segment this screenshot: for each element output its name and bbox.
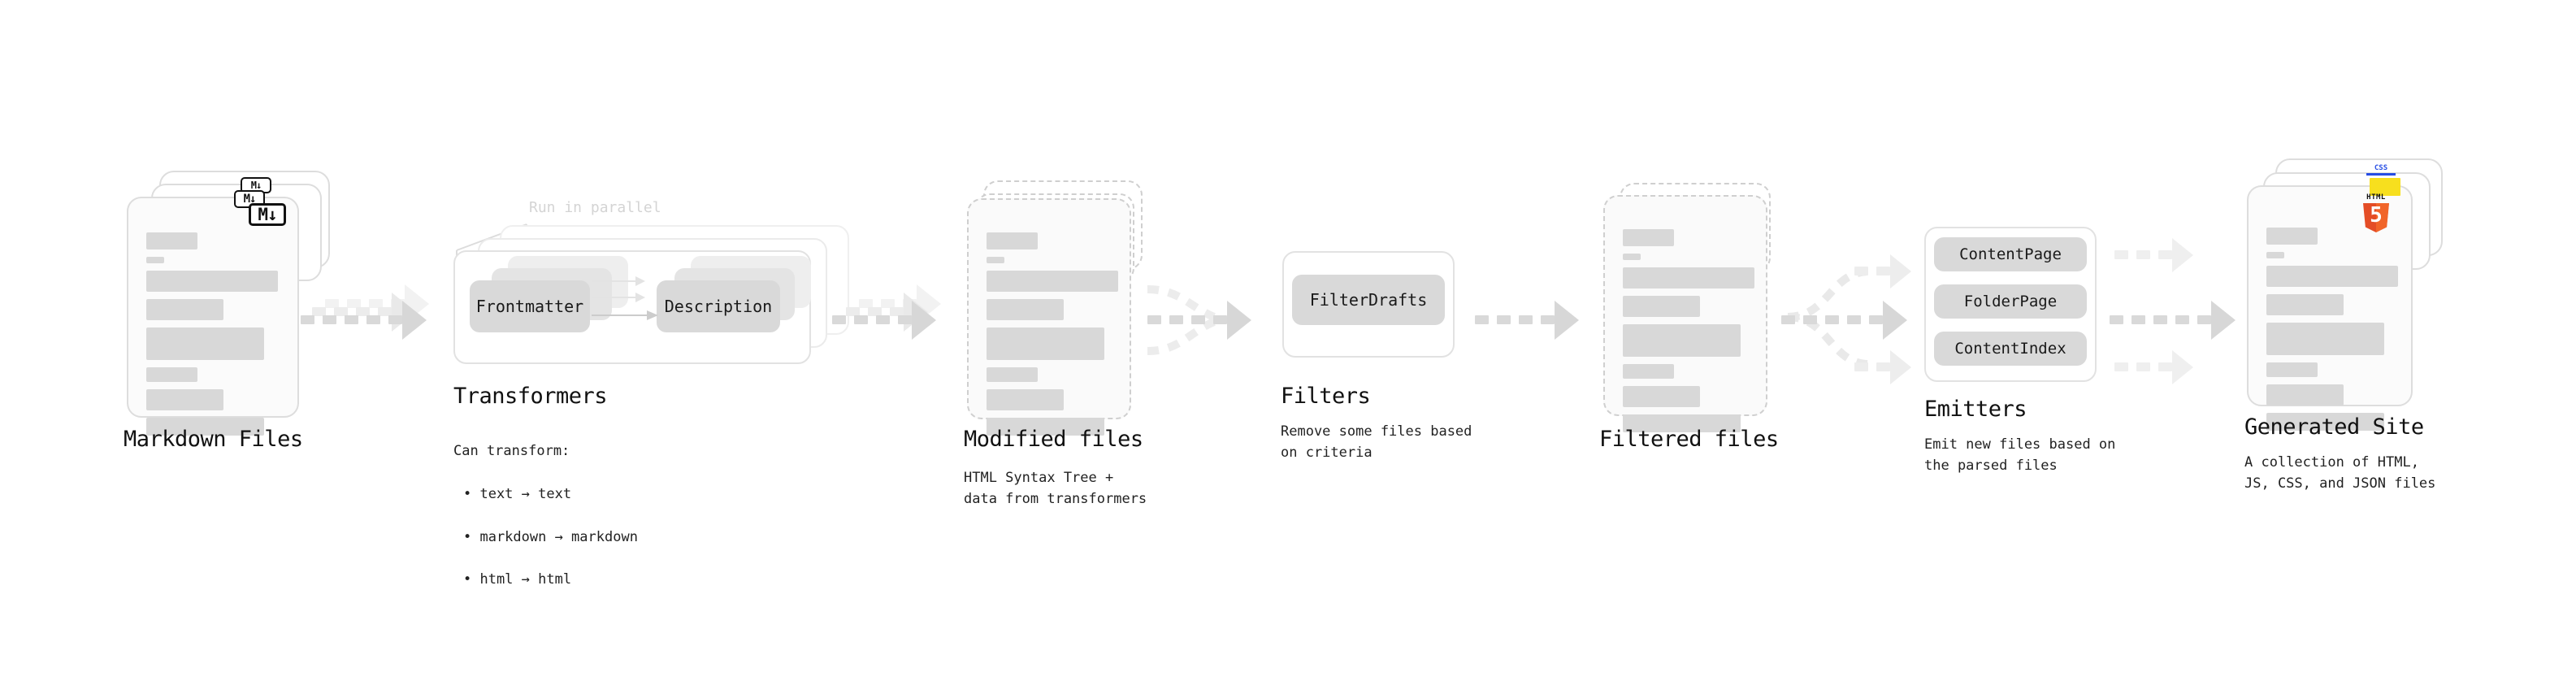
emitters-title: Emitters bbox=[1924, 397, 2027, 422]
emitter-pill-folderpage[interactable]: FolderPage bbox=[1934, 284, 2087, 319]
transformers-bullet-3: • html → html bbox=[463, 571, 572, 588]
content-line bbox=[2266, 252, 2284, 258]
transformers-title: Transformers bbox=[453, 384, 608, 409]
content-line bbox=[987, 367, 1038, 382]
flow-arrow-4 bbox=[1475, 301, 1605, 340]
markdown-icon-arrow: ↓ bbox=[267, 204, 278, 224]
flow-arrow-2 bbox=[832, 301, 962, 340]
html5-icon: HTML 5 bbox=[2363, 193, 2389, 234]
content-line bbox=[987, 299, 1064, 320]
emitter-pill-contentindex[interactable]: ContentIndex bbox=[1934, 332, 2087, 366]
generated-site-title: Generated Site bbox=[2244, 414, 2424, 440]
content-line bbox=[1623, 324, 1741, 357]
content-line bbox=[146, 367, 197, 382]
content-line bbox=[146, 299, 223, 320]
content-line bbox=[1623, 414, 1741, 432]
content-line bbox=[1623, 296, 1700, 317]
content-line bbox=[1623, 364, 1674, 379]
markdown-icon: M↓ bbox=[249, 203, 286, 226]
content-line bbox=[987, 327, 1104, 360]
modified-files-title: Modified files bbox=[964, 427, 1143, 452]
html5-icon-number: 5 bbox=[2370, 203, 2383, 228]
file-content-lines bbox=[2266, 228, 2398, 438]
content-line bbox=[146, 232, 197, 249]
content-line bbox=[146, 271, 278, 292]
run-in-parallel-note: Run in parallel bbox=[529, 199, 661, 216]
filter-pill-filterdrafts[interactable]: FilterDrafts bbox=[1292, 275, 1445, 325]
transformer-pill-frontmatter[interactable]: Frontmatter bbox=[470, 280, 590, 332]
content-line bbox=[1623, 254, 1641, 260]
flow-arrow-3-converge bbox=[1147, 285, 1216, 355]
filtered-file-card-front bbox=[1603, 195, 1767, 432]
flow-arrow-6-bottom bbox=[2113, 348, 2227, 387]
content-line bbox=[2266, 294, 2344, 315]
flow-arrow-5-fanout bbox=[1787, 267, 1868, 368]
markdown-icon-arrow: ↓ bbox=[256, 180, 262, 191]
content-line bbox=[2266, 323, 2384, 355]
transformer-pill-description[interactable]: Description bbox=[657, 280, 780, 332]
flow-arrow-1 bbox=[301, 301, 439, 340]
flow-arrow-6-top bbox=[2113, 236, 2227, 275]
markdown-file-card-front bbox=[127, 197, 299, 436]
content-line bbox=[987, 232, 1038, 249]
flow-arrow-5-mid bbox=[1781, 301, 1936, 340]
transformers-bullet-2: • markdown → markdown bbox=[463, 528, 638, 545]
content-line bbox=[146, 327, 264, 360]
flow-arrow-6-mid bbox=[2110, 301, 2256, 340]
emitters-subtitle: Emit new files based on the parsed files bbox=[1924, 436, 2116, 475]
html5-icon-shield bbox=[2363, 203, 2389, 232]
transformers-sub-heading: Can transform: bbox=[453, 443, 570, 460]
markdown-icon-letter: M bbox=[258, 204, 268, 224]
markdown-icon-arrow: ↓ bbox=[249, 193, 257, 206]
flow-arrow-5-top bbox=[1853, 252, 1950, 291]
generated-site-subtitle: A collection of HTML, JS, CSS, and JSON … bbox=[2244, 454, 2436, 492]
content-line bbox=[987, 257, 1004, 263]
transformers-bullet-1: • text → text bbox=[463, 486, 572, 503]
content-line bbox=[987, 389, 1064, 410]
content-line bbox=[1623, 386, 1700, 407]
content-line bbox=[2266, 228, 2318, 245]
content-line bbox=[2266, 362, 2318, 377]
markdown-files-title: Markdown Files bbox=[124, 427, 303, 452]
content-line bbox=[1623, 229, 1674, 246]
content-line bbox=[2266, 413, 2384, 431]
content-line bbox=[146, 418, 264, 436]
content-line bbox=[987, 271, 1118, 292]
transformer-inner-arrows bbox=[592, 276, 658, 320]
css-icon: CSS bbox=[2366, 164, 2396, 176]
filters-title: Filters bbox=[1281, 384, 1371, 409]
filters-subtitle: Remove some files based on criteria bbox=[1281, 423, 1472, 462]
content-line bbox=[2266, 266, 2398, 287]
file-content-lines bbox=[146, 232, 280, 443]
filtered-files-title: Filtered files bbox=[1599, 427, 1779, 452]
content-line bbox=[1623, 267, 1754, 288]
file-content-lines bbox=[987, 232, 1118, 443]
emitter-pill-contentpage[interactable]: ContentPage bbox=[1934, 237, 2087, 271]
content-line bbox=[146, 389, 223, 410]
file-content-lines bbox=[1623, 229, 1754, 440]
modified-files-subtitle: HTML Syntax Tree + data from transformer… bbox=[964, 470, 1147, 508]
transformers-subtitle: Can transform: • text → text • markdown … bbox=[453, 419, 638, 612]
content-line bbox=[146, 257, 164, 263]
javascript-icon bbox=[2370, 178, 2400, 196]
modified-file-card-front bbox=[967, 198, 1131, 436]
markdown-icon-letter: M bbox=[250, 180, 257, 191]
markdown-icon-letter: M bbox=[243, 193, 251, 206]
content-line bbox=[2266, 384, 2344, 406]
flow-arrow-5-bottom bbox=[1853, 348, 1950, 387]
flow-arrow-3 bbox=[1147, 301, 1277, 340]
content-line bbox=[987, 418, 1104, 436]
html5-icon-label: HTML bbox=[2366, 193, 2386, 202]
